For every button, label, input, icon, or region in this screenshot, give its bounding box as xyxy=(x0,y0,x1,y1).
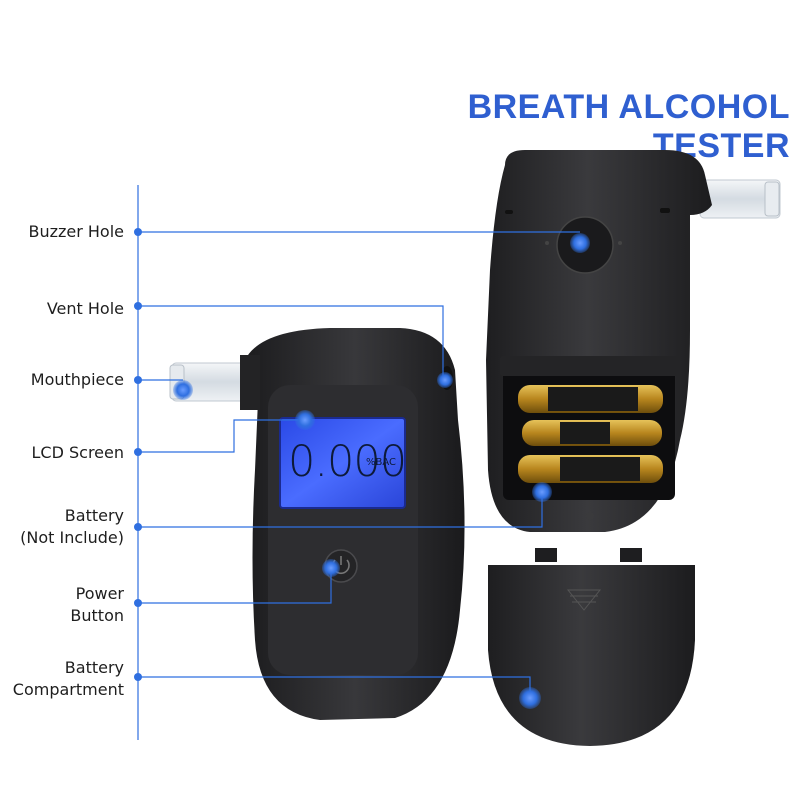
leader-power xyxy=(138,568,332,604)
back-view-device xyxy=(486,150,781,532)
label-power-button: Power Button xyxy=(70,583,124,627)
page-title: BREATH ALCOHOL TESTER xyxy=(467,88,790,165)
rail-dot-compartment xyxy=(134,673,142,681)
label-compartment-line1: Battery xyxy=(64,658,124,677)
lcd-unit: %BAC xyxy=(366,457,397,468)
label-battery: Battery (Not Include) xyxy=(20,505,124,549)
label-lcd-screen: LCD Screen xyxy=(31,443,125,462)
label-power-line1: Power xyxy=(75,584,124,603)
battery-stack xyxy=(518,385,663,483)
label-power-line2: Button xyxy=(70,606,124,625)
marker-dots xyxy=(134,228,590,709)
rail-dot-lcd xyxy=(134,448,142,456)
label-battery-compartment: Battery Compartment xyxy=(13,657,124,701)
leader-lines xyxy=(138,231,580,698)
rail-dot-buzzer xyxy=(134,228,142,236)
target-dot-power xyxy=(322,559,340,577)
leader-battery xyxy=(138,492,543,528)
target-dot-vent xyxy=(437,372,453,388)
label-buzzer-hole: Buzzer Hole xyxy=(28,222,124,241)
target-dot-buzzer xyxy=(570,233,590,253)
rail-dot-battery xyxy=(134,523,142,531)
label-vent-hole: Vent Hole xyxy=(46,299,124,318)
target-dot-lcd xyxy=(295,410,315,430)
target-dot-mouthpiece xyxy=(173,380,193,400)
battery-cover xyxy=(488,548,695,746)
target-dot-compartment xyxy=(519,687,541,709)
lcd-screen xyxy=(279,417,406,509)
rail-dot-power xyxy=(134,599,142,607)
label-battery-line1: Battery xyxy=(64,506,124,525)
target-dot-battery xyxy=(532,482,552,502)
rail-dot-vent xyxy=(134,302,142,310)
label-mouthpiece: Mouthpiece xyxy=(30,370,124,389)
label-battery-line2: (Not Include) xyxy=(20,528,124,547)
leader-vent xyxy=(138,305,444,376)
front-view-device xyxy=(169,328,465,720)
lcd-reading: 0.000 xyxy=(288,437,407,487)
label-compartment-line2: Compartment xyxy=(12,680,124,699)
rail-dot-mouthpiece xyxy=(134,376,142,384)
leader-lcd xyxy=(138,419,305,453)
